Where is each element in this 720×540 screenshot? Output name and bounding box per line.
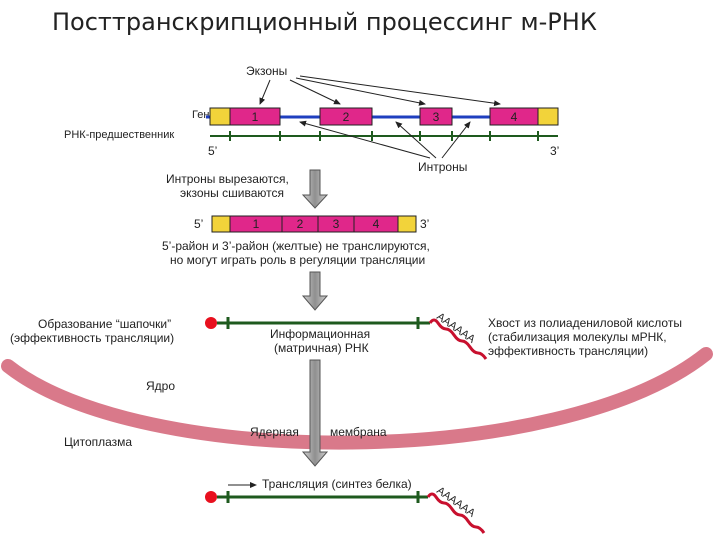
- pre-rna-5-prime: 5’: [208, 144, 217, 158]
- tail-text-line-2: (стабилизация молекулы мРНК,: [488, 330, 667, 344]
- gene-3-utr-box: [537, 107, 559, 126]
- capping-arrow: [301, 271, 329, 311]
- cap-text-line-1: Образование “шапочки”: [38, 317, 171, 331]
- gene-exon-3-box: [419, 107, 453, 126]
- pre-rna-label: РНК-предшественник: [64, 129, 174, 141]
- gene-label: Ген: [192, 109, 209, 121]
- pre-rna-ticks: [229, 131, 539, 141]
- intron-pointer-arrows: [299, 120, 471, 159]
- utr-text-line-2: но могут играть роль в регуляции трансля…: [170, 253, 425, 267]
- mature-exon-3-number: 3: [333, 217, 340, 231]
- export-arrow: [301, 359, 329, 467]
- mature-5-prime: 5’: [194, 217, 203, 231]
- cyto-poly-a-tail-wave: [426, 492, 486, 534]
- utr-text-line-1: 5’-район и 3’-район (желтые) не транслир…: [162, 239, 430, 253]
- page-title: Посттранскрипционный процессинг м-РНК: [52, 8, 597, 36]
- nuclear-membrane: [1, 347, 713, 450]
- mature-5-utr-box: [211, 215, 231, 233]
- exons-label: Экзоны: [246, 64, 287, 78]
- gene-exon-4-number: 4: [511, 110, 518, 124]
- splice-text-line-2: экзоны сшиваются: [180, 186, 284, 200]
- translation-label: Трансляция (синтез белка): [262, 477, 412, 491]
- cap-text-line-2: (эффективность трансляции): [10, 331, 174, 345]
- splice-text-line-1: Интроны вырезаются,: [166, 172, 289, 186]
- gene-exon-1-box: [229, 107, 281, 126]
- pre-rna-3-prime: 3’: [550, 144, 559, 158]
- mrna-text-line-2: (матричная) РНК: [274, 341, 369, 355]
- mrna-cap-dot: [205, 317, 217, 329]
- mature-3-prime: 3’: [420, 217, 429, 231]
- gene-exon-1-number: 1: [252, 110, 259, 124]
- cyto-mrna-cap-dot: [205, 491, 217, 503]
- tail-text-line-3: эффективность трансляции): [488, 344, 648, 358]
- gene-5-utr-box: [209, 107, 231, 126]
- poly-a-tail-wave: [428, 318, 488, 360]
- mature-3-utr-box: [397, 215, 417, 233]
- mrna-text-line-1: Информационная: [270, 327, 370, 341]
- gene-exon-2-box: [319, 107, 373, 126]
- membrane-label-left: Ядерная: [250, 425, 299, 439]
- tail-text-line-1: Хвост из полиадениловой кислоты: [488, 316, 682, 330]
- splice-arrow: [301, 169, 329, 209]
- gene-exon-3-number: 3: [433, 110, 440, 124]
- mature-exon-4-number: 4: [373, 217, 380, 231]
- cytoplasm-label: Цитоплазма: [64, 435, 132, 449]
- mature-exon-2-number: 2: [297, 217, 304, 231]
- membrane-label-right: мембрана: [330, 425, 387, 439]
- gene-exon-2-number: 2: [343, 110, 350, 124]
- mature-exon-1-number: 1: [253, 217, 260, 231]
- nucleus-label: Ядро: [146, 379, 175, 393]
- introns-label: Интроны: [418, 160, 467, 174]
- exon-pointer-arrows: [259, 75, 501, 107]
